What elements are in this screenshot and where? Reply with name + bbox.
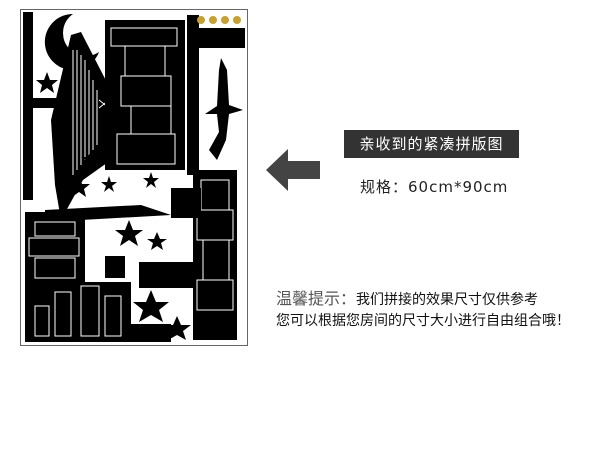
tip-text-2: 您可以根据您房间的尺寸大小进行自由组合哦！ — [276, 313, 570, 329]
bottom-skyline — [25, 282, 131, 342]
bridge-icon — [51, 32, 117, 220]
logo-panel — [197, 28, 245, 48]
tip-text-1: 我们拼接的效果尺寸仅供参考 — [356, 292, 539, 308]
size-value: 60cm*90cm — [408, 178, 509, 196]
tip-line-1: 温馨提示：我们拼接的效果尺寸仅供参考 — [276, 285, 538, 309]
caption-banner: 亲收到的紧凑拼版图 — [344, 130, 519, 158]
left-pillar — [23, 12, 33, 200]
moon-icon — [44, 13, 99, 70]
caption-text: 亲收到的紧凑拼版图 — [359, 135, 504, 153]
airplane-icon — [205, 58, 243, 160]
sticker-sheet — [20, 9, 248, 346]
gold-icons — [197, 16, 241, 24]
left-arrow-icon — [266, 149, 320, 191]
tip-label: 温馨提示： — [276, 289, 357, 308]
city-skyline-sticker-image — [23, 12, 245, 342]
tip-line-2: 您可以根据您房间的尺寸大小进行自由组合哦！ — [276, 310, 570, 330]
size-spec: 规格：60cm*90cm — [360, 176, 508, 197]
size-label: 规格： — [360, 178, 409, 196]
building-block-top — [105, 20, 185, 170]
